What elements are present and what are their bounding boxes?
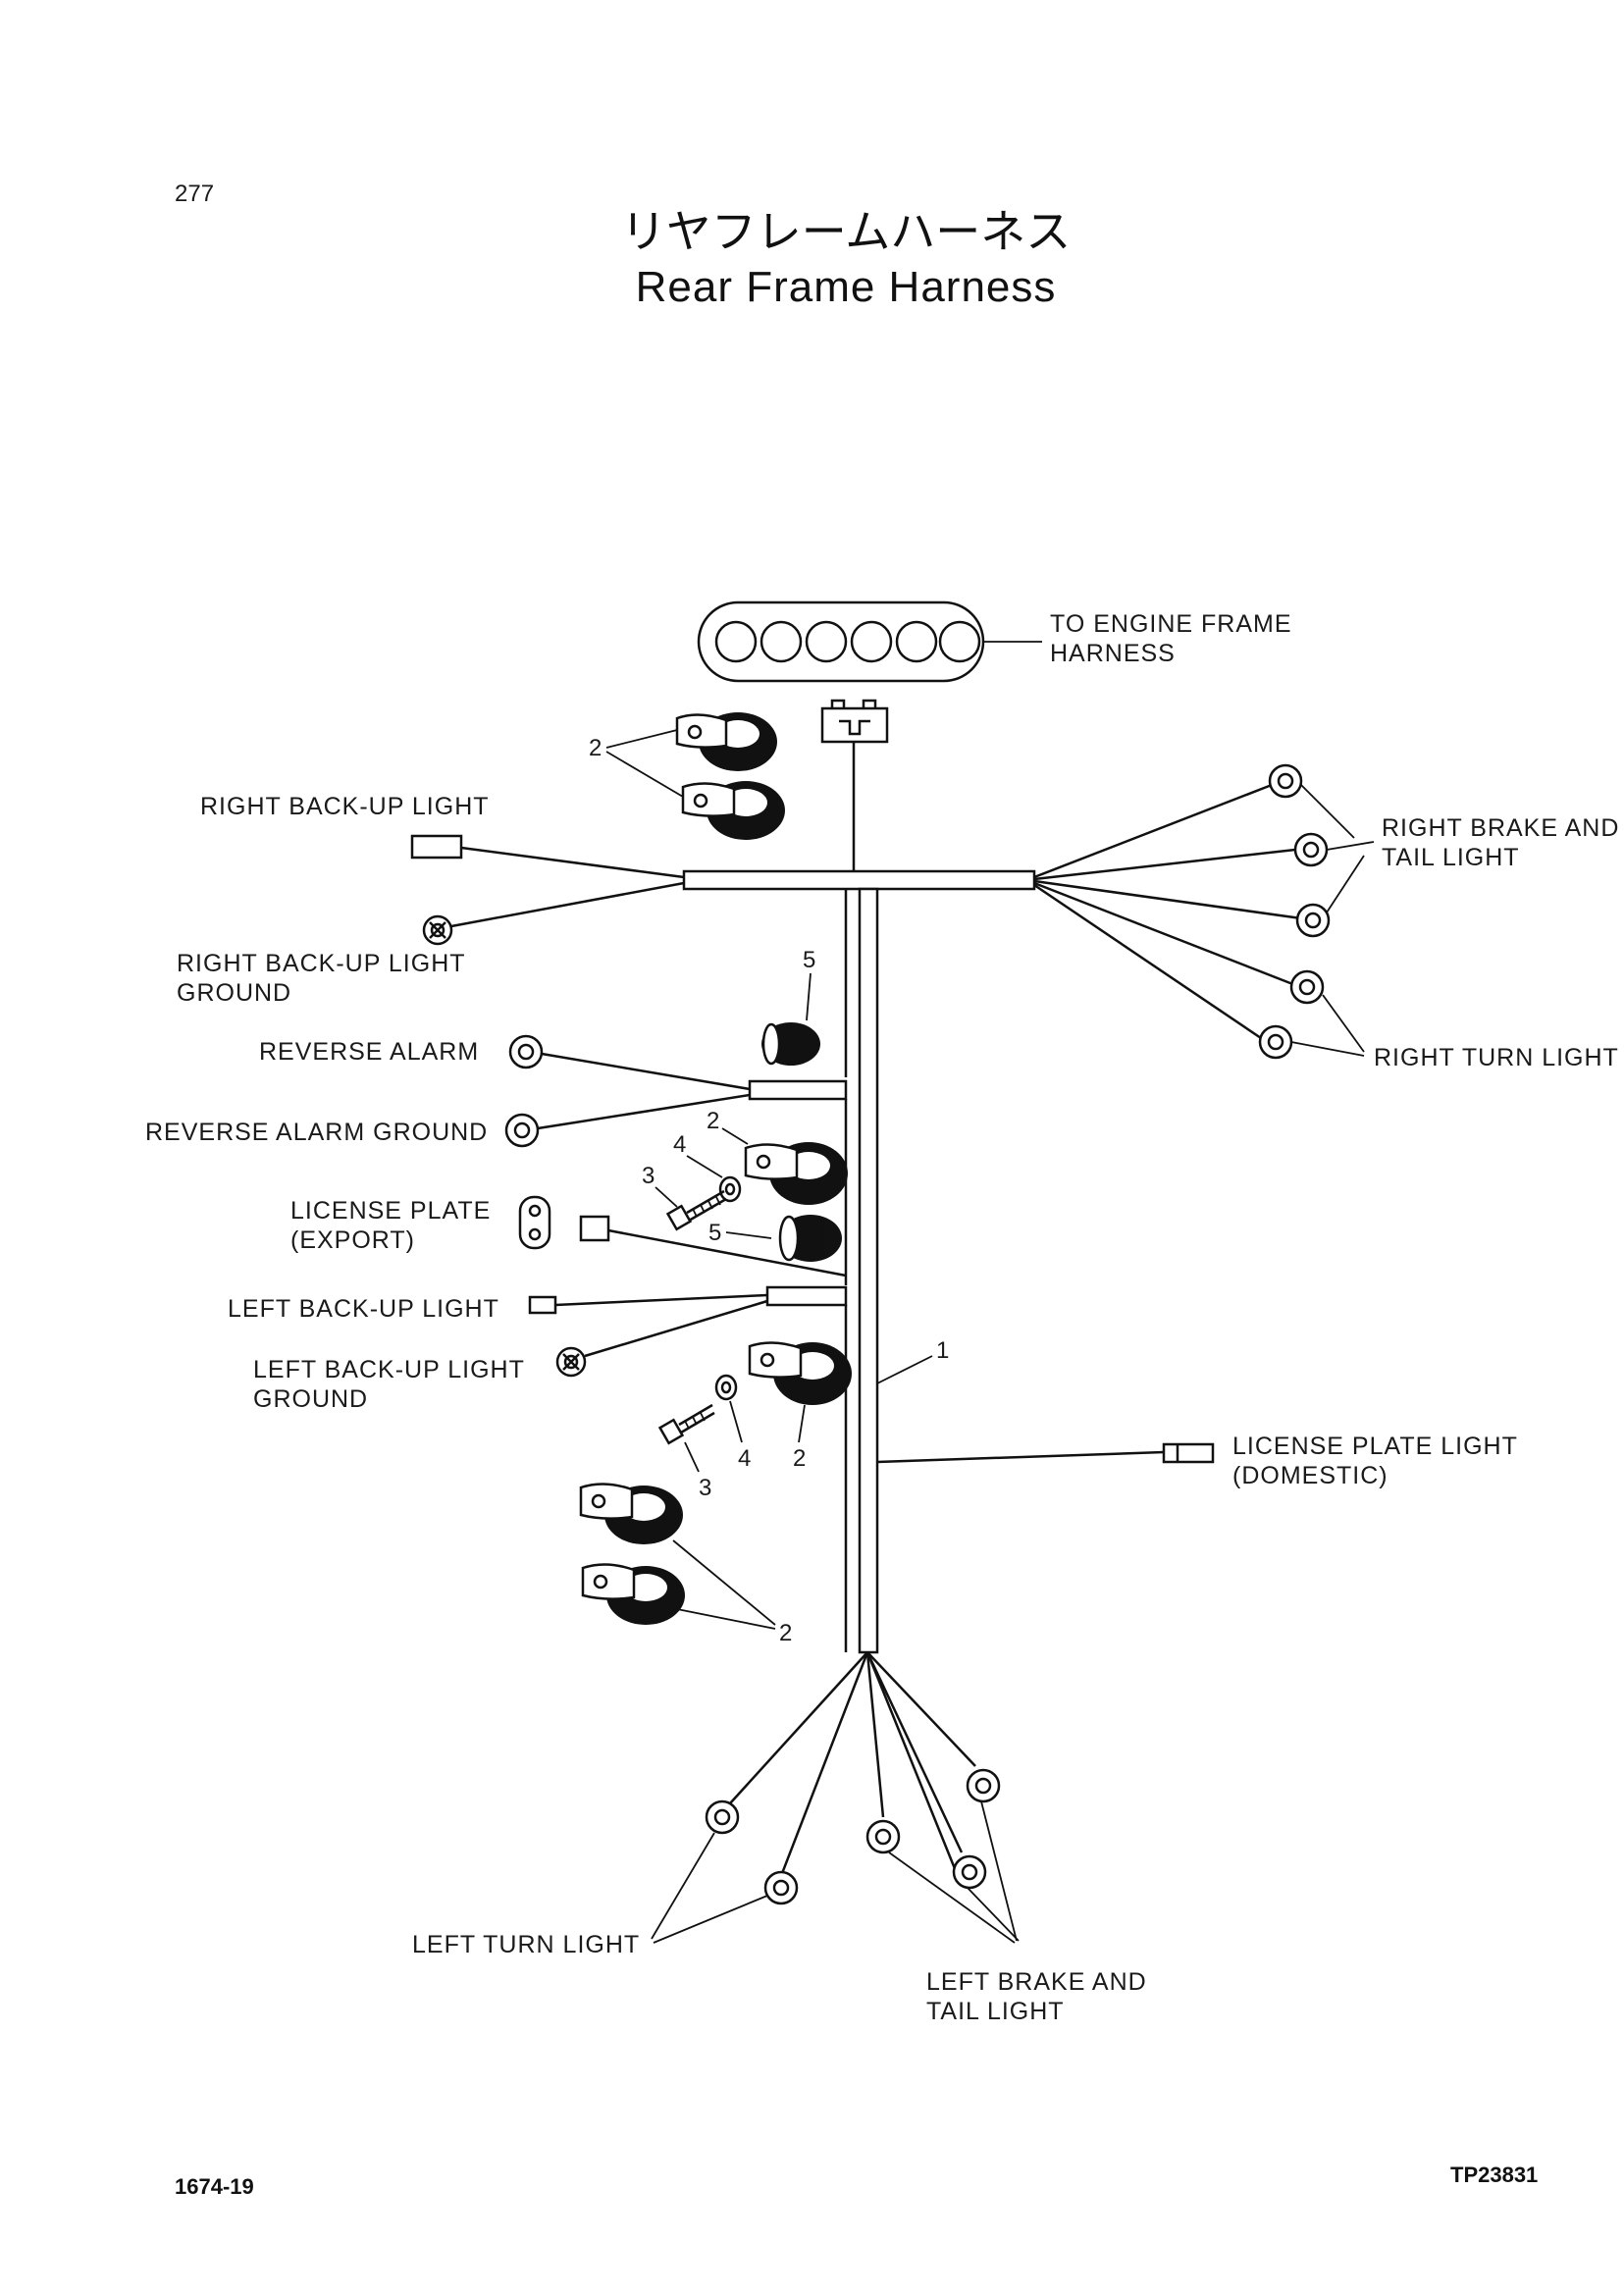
right-brake-terminals [1268,763,1331,938]
title-japanese: リヤフレームハーネス [621,205,1072,258]
right-backup-ground-terminal [422,914,453,946]
page-number: 277 [175,181,214,207]
engine-frame-connector [697,600,985,683]
reverse-alarm-ground-terminal [504,1113,540,1148]
bolt-icon [665,1189,727,1231]
callout-clamp-top: 2 [589,735,602,761]
callout-clamp-mid: 2 [707,1108,719,1134]
left-turn-terminals [705,1799,799,1905]
clamp-icon [579,1483,683,1544]
left-backup-splice [765,1285,848,1307]
label-right-backup-ground-2: GROUND [177,979,291,1007]
label-license-export-1: LICENSE PLATE [290,1197,491,1225]
washer-icon [718,1175,742,1203]
right-turn-terminals [1258,969,1325,1060]
clamp-icon [681,781,785,840]
callout-washer-lower: 4 [738,1445,751,1472]
footer-left-code: 1674-19 [175,2174,254,2199]
label-left-backup-ground-2: GROUND [253,1385,368,1413]
top-plug [820,699,889,744]
label-to-engine-frame-1: TO ENGINE FRAME [1050,610,1292,638]
bolt-icon [657,1403,715,1445]
left-brake-terminals [865,1768,1001,1890]
label-left-turn: LEFT TURN LIGHT [412,1931,640,1958]
grommet-icon [778,1215,842,1262]
label-left-brake-2: TAIL LIGHT [926,1998,1065,2025]
clamp-icon [744,1142,848,1205]
license-plate-export-bracket [518,1195,551,1250]
clamp-icon [581,1563,685,1625]
callout-harness: 1 [936,1337,949,1364]
right-backup-connector [410,834,463,860]
trunk-main [858,887,879,1654]
label-left-backup-ground-1: LEFT BACK-UP LIGHT [253,1356,525,1383]
footer-right-code: TP23831 [1450,2163,1538,2187]
label-license-domestic-2: (DOMESTIC) [1232,1462,1388,1489]
label-right-backup: RIGHT BACK-UP LIGHT [200,793,490,820]
label-to-engine-frame-2: HARNESS [1050,640,1176,667]
label-reverse-alarm: REVERSE ALARM [259,1038,479,1066]
clamp-icon [748,1341,852,1405]
label-right-brake-1: RIGHT BRAKE AND [1382,814,1619,842]
reverse-alarm-splice [748,1079,848,1101]
trunk-top [682,869,1036,891]
callout-bolt-mid: 3 [642,1163,655,1189]
washer-icon [714,1374,738,1401]
label-right-turn: RIGHT TURN LIGHT [1374,1044,1619,1071]
label-license-domestic-1: LICENSE PLATE LIGHT [1232,1433,1518,1460]
label-right-brake-2: TAIL LIGHT [1382,844,1520,871]
callout-clamp-lower: 2 [793,1445,806,1472]
grommet-icon [761,1022,820,1066]
callout-bolt-lower: 3 [699,1475,711,1501]
label-left-backup: LEFT BACK-UP LIGHT [228,1295,499,1323]
title-english: Rear Frame Harness [636,263,1057,311]
left-backup-ground-terminal [555,1346,587,1378]
callout-clamp-bottom: 2 [779,1620,792,1646]
label-left-brake-1: LEFT BRAKE AND [926,1968,1147,1996]
license-plate-domestic-connector [1162,1442,1215,1464]
reverse-alarm-terminal [508,1034,544,1069]
callout-grommet-top: 5 [803,947,815,973]
callout-grommet-mid: 5 [708,1220,721,1246]
label-right-backup-ground-1: RIGHT BACK-UP LIGHT [177,950,466,977]
label-license-export-2: (EXPORT) [290,1226,415,1254]
license-plate-export-connector [579,1215,610,1242]
label-reverse-alarm-ground: REVERSE ALARM GROUND [145,1119,488,1146]
left-backup-connector [528,1295,557,1315]
clamp-icon [675,712,777,771]
callout-washer-mid: 4 [673,1131,686,1158]
